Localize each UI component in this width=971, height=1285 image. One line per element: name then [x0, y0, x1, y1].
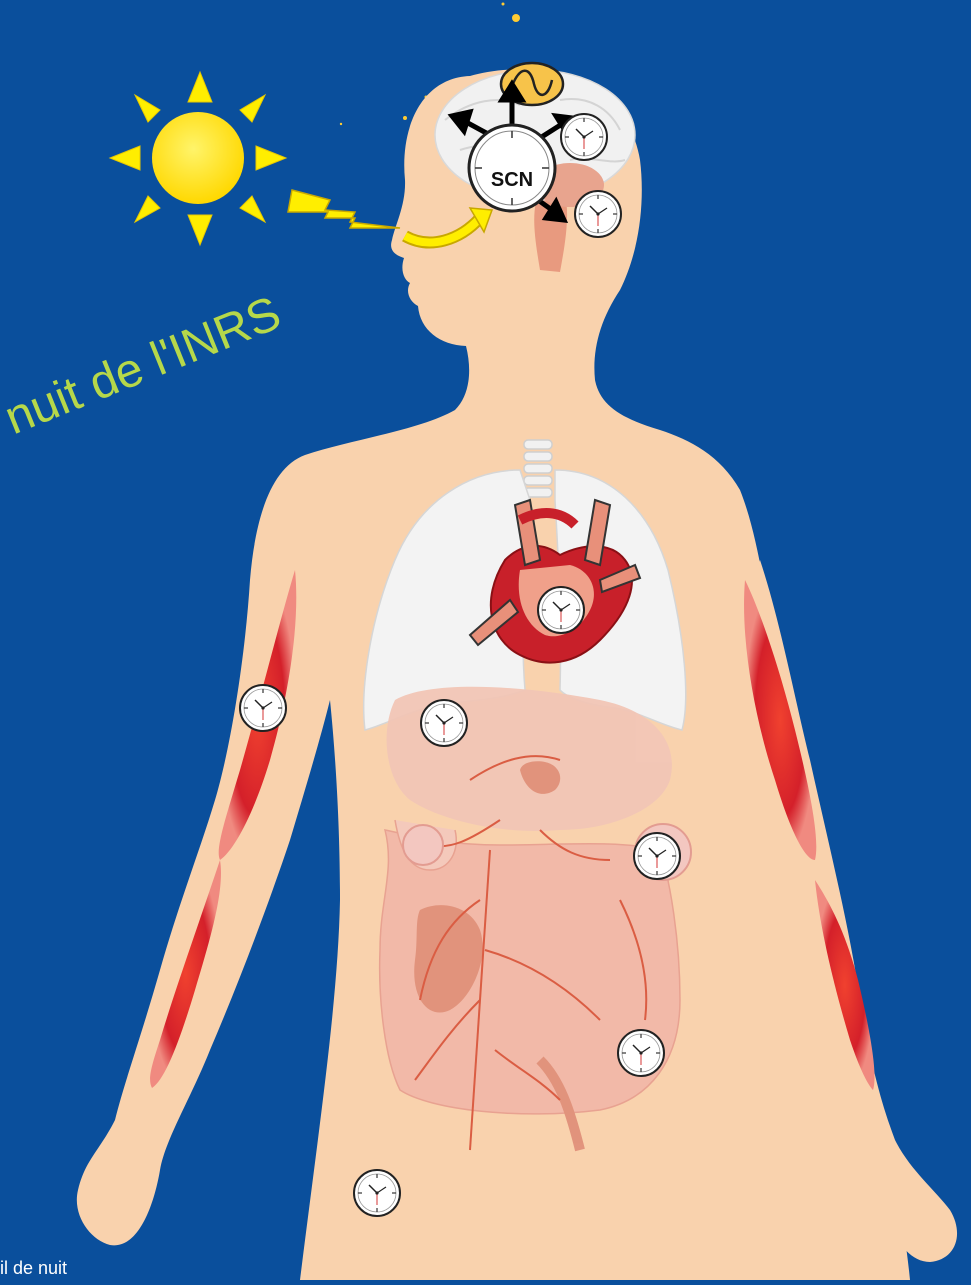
sun-icon — [110, 72, 286, 245]
trachea — [524, 440, 552, 497]
clock-icon — [538, 587, 584, 633]
clock-icon — [575, 191, 621, 237]
clock-icon — [561, 114, 607, 160]
clock-icon — [240, 685, 286, 731]
clock-icon — [634, 833, 680, 879]
clock-icon — [421, 700, 467, 746]
clock-icon — [354, 1170, 400, 1216]
abdominal-organs — [380, 687, 691, 1150]
scn-label: SCN — [491, 169, 533, 191]
clock-icon — [618, 1030, 664, 1076]
corner-caption: il de nuit — [0, 1258, 67, 1279]
